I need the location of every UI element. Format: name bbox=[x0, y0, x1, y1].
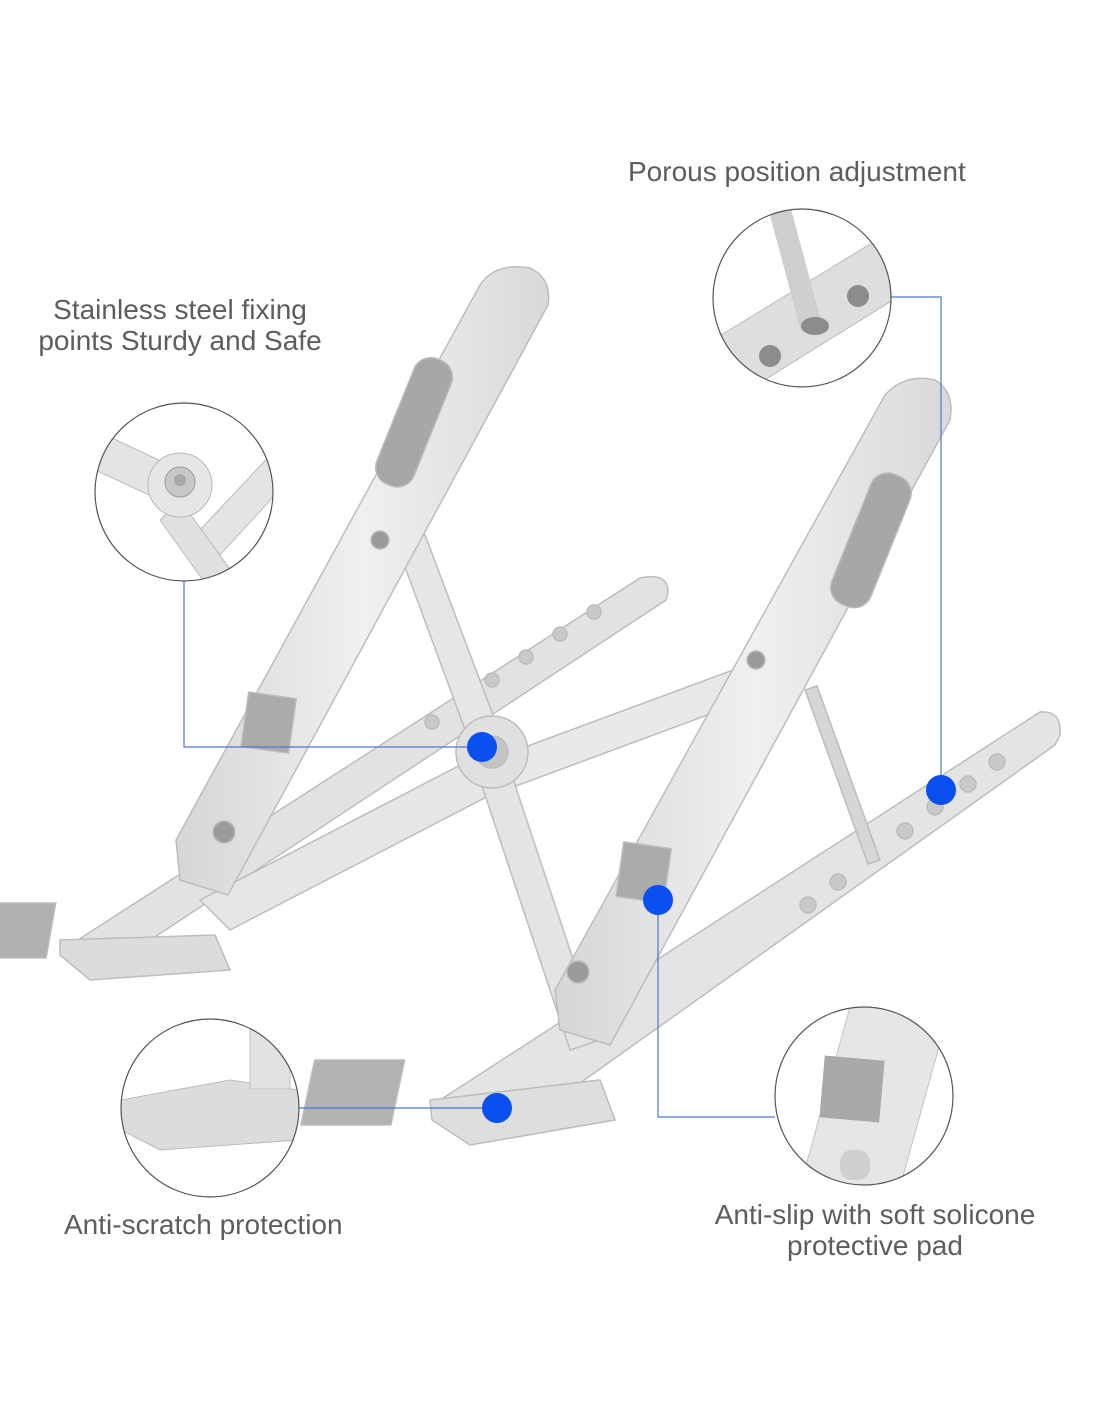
left-riser-screw-low bbox=[212, 820, 236, 844]
left-riser-pad-top bbox=[374, 356, 454, 488]
steel-fixing-line-2: points Sturdy and Safe bbox=[38, 325, 322, 356]
left-foot bbox=[59, 934, 232, 981]
porous-adjustment-text: Porous position adjustment bbox=[628, 156, 966, 187]
steel-fixing-label: Stainless steel fixing points Sturdy and… bbox=[30, 294, 330, 356]
leader-pad bbox=[657, 900, 775, 1118]
leader-lines bbox=[183, 296, 942, 1118]
support-rod bbox=[804, 685, 881, 865]
zoom-scratch bbox=[120, 1018, 300, 1198]
left-rail-holes bbox=[424, 604, 602, 730]
steel-fixing-line-1: Stainless steel fixing bbox=[53, 294, 307, 325]
anti-scratch-text: Anti-scratch protection bbox=[64, 1209, 343, 1240]
marker-steel-dot bbox=[467, 732, 497, 762]
left-riser-screw-top bbox=[370, 530, 390, 550]
leader-steel bbox=[183, 581, 482, 748]
anti-slip-line-2: protective pad bbox=[787, 1230, 963, 1261]
zoom-pad bbox=[774, 1006, 954, 1186]
laptop-stand bbox=[0, 266, 1061, 1146]
anti-slip-label: Anti-slip with soft solicone protective … bbox=[700, 1199, 1050, 1261]
right-foot bbox=[429, 1079, 617, 1146]
anti-scratch-label: Anti-scratch protection bbox=[64, 1209, 343, 1240]
zoom-porous bbox=[712, 208, 892, 388]
right-riser-screw-low bbox=[566, 960, 590, 984]
right-foot-pad bbox=[299, 1059, 406, 1126]
porous-adjustment-label: Porous position adjustment bbox=[628, 156, 966, 187]
right-riser-pad-top bbox=[829, 472, 912, 609]
marker-scratch-dot bbox=[482, 1093, 512, 1123]
left-riser-pad-low bbox=[240, 691, 298, 755]
marker-pad-dot bbox=[643, 885, 673, 915]
right-riser-screw-top bbox=[746, 650, 766, 670]
leader-porous bbox=[891, 296, 942, 790]
right-rail-holes bbox=[799, 753, 1006, 914]
marker-porous-dot bbox=[926, 775, 956, 805]
zoom-steel bbox=[94, 402, 274, 582]
anti-slip-line-1: Anti-slip with soft solicone bbox=[714, 1199, 1036, 1230]
markers bbox=[467, 732, 956, 1123]
left-foot-pad bbox=[0, 902, 57, 959]
